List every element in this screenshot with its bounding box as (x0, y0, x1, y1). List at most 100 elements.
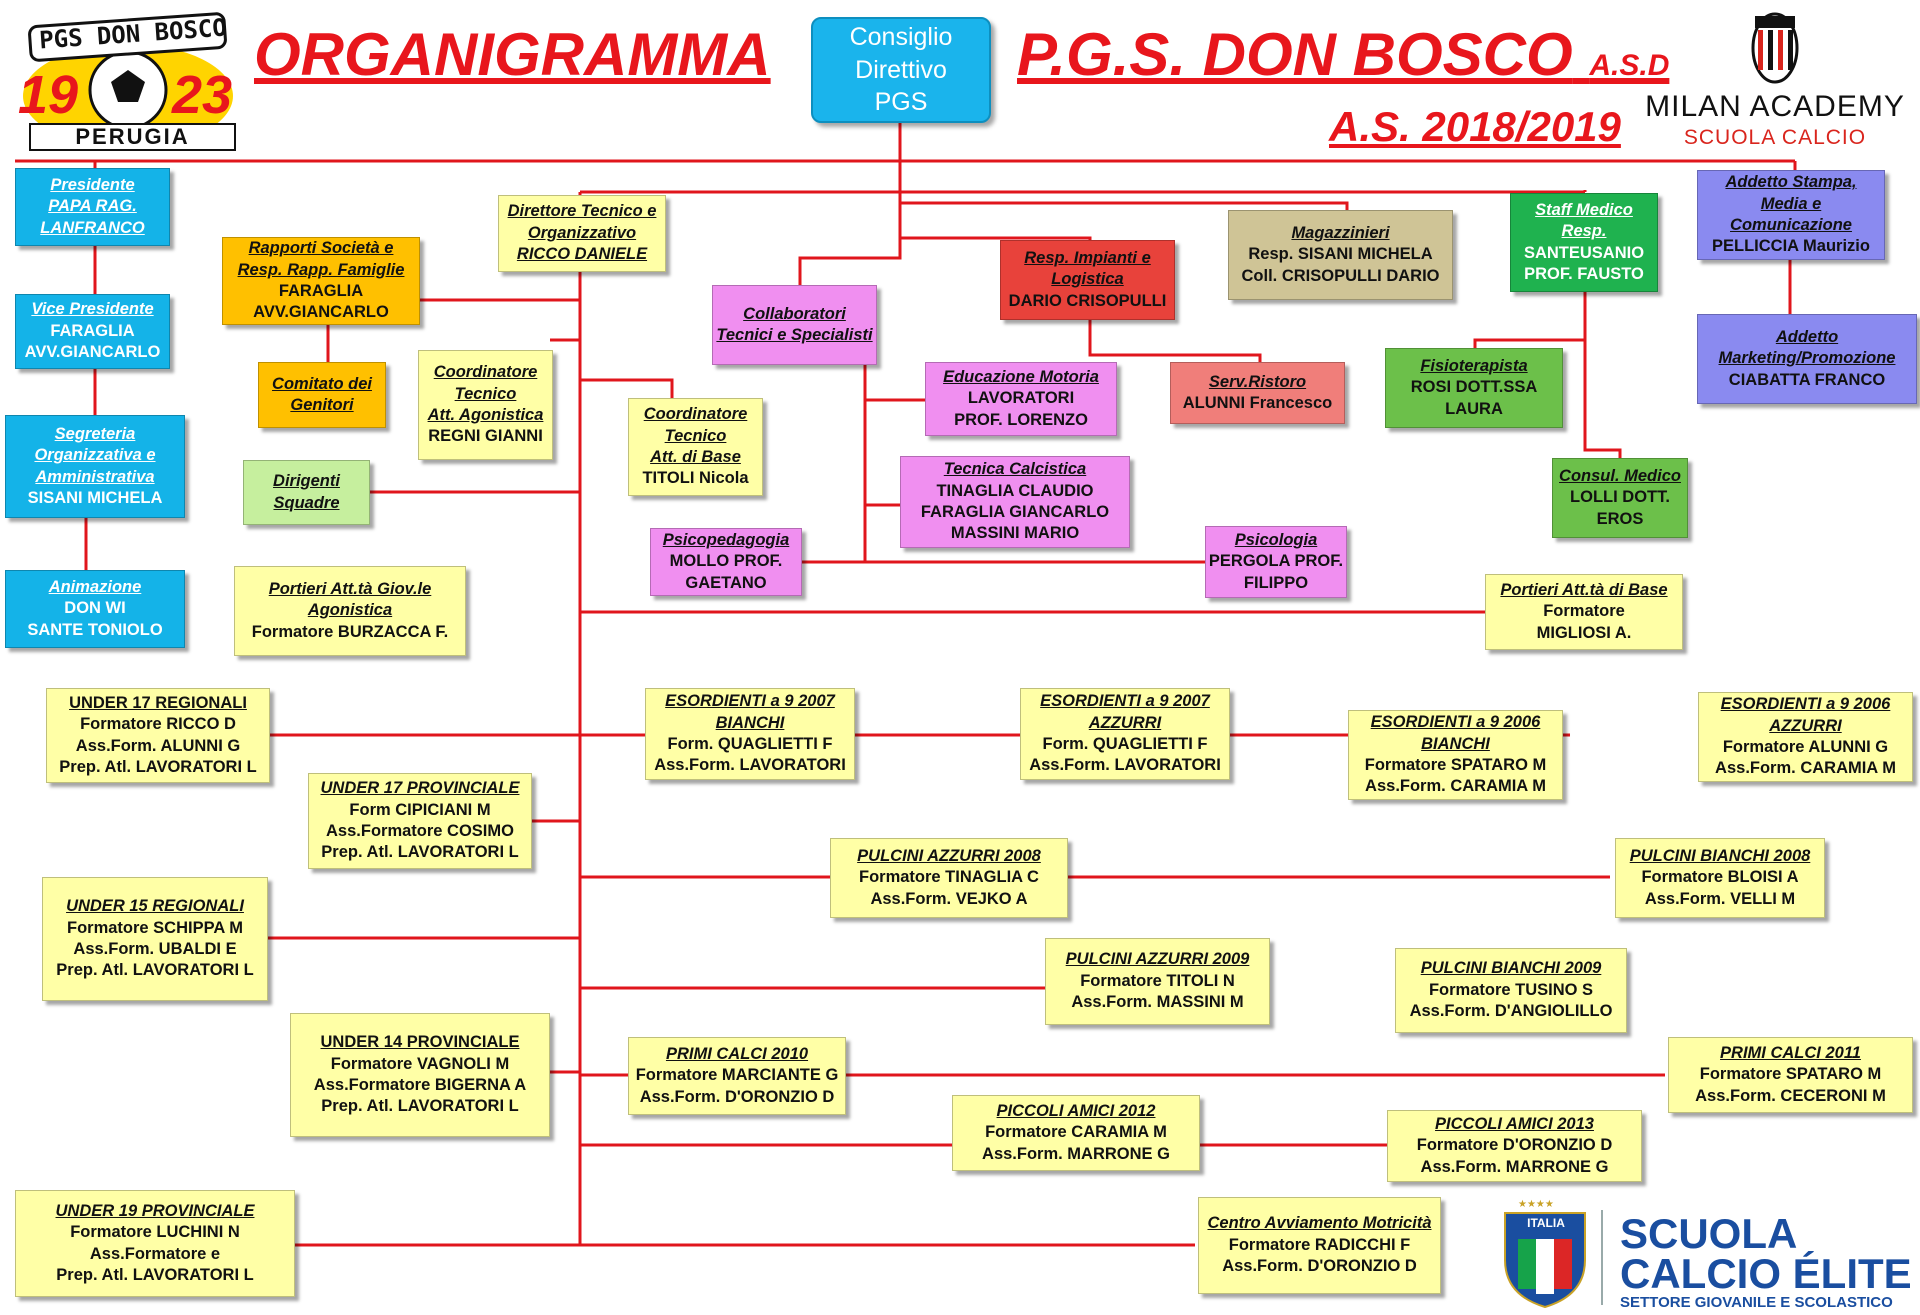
box-heading: Addetto Stampa, (1725, 173, 1857, 192)
box-resp-impianti[interactable]: Resp. Impianti e Logistica DARIO CRISOPU… (1000, 240, 1175, 320)
box-comitato-genitori[interactable]: Comitato dei Genitori (258, 362, 386, 428)
milan-academy-logo: MILAN ACADEMY SCUOLA CALCIO (1640, 8, 1910, 149)
box-educazione-motoria[interactable]: Educazione Motoria LAVORATORI PROF. LORE… (925, 362, 1117, 436)
box-esordienti-2006-azzurri[interactable]: ESORDIENTI a 9 2006 AZZURRI Formatore AL… (1698, 692, 1913, 782)
box-line: Resp. (1561, 222, 1607, 241)
box-piccoli-amici-2013[interactable]: PICCOLI AMICI 2013 Formatore D'ORONZIO D… (1387, 1110, 1642, 1182)
box-line: Formatore TUSINO S (1428, 980, 1594, 999)
box-line: Ass.Form. D'ANGIOLILLO (1409, 1002, 1613, 1021)
box-line: Formatore SCHIPPA M (66, 918, 244, 937)
box-heading: Comitato dei (272, 374, 372, 393)
box-coordinatore-agonistica[interactable]: Coordinatore Tecnico Att. Agonistica REG… (418, 350, 553, 460)
box-heading: UNDER 19 PROVINCIALE (55, 1201, 255, 1220)
box-direttore-tecnico[interactable]: Direttore Tecnico e Organizzativo RICCO … (498, 195, 666, 272)
box-heading: ESORDIENTI a 9 2007 (665, 692, 835, 711)
box-line: Ass.Formatore BIGERNA A (313, 1076, 527, 1094)
box-piccoli-amici-2012[interactable]: PICCOLI AMICI 2012 Formatore CARAMIA M A… (952, 1095, 1200, 1171)
box-line: Ass.Form. CARAMIA M (1365, 777, 1546, 796)
box-tecnica-calcistica[interactable]: Tecnica Calcistica TINAGLIA CLAUDIO FARA… (900, 456, 1130, 548)
box-line: Formatore VAGNOLI M (330, 1054, 510, 1073)
box-line: MOLLO PROF. (669, 552, 783, 571)
box-vice-presidente[interactable]: Vice Presidente FARAGLIA AVV.GIANCARLO (15, 294, 170, 369)
box-heading: UNDER 17 PROVINCIALE (320, 779, 520, 798)
box-line: AVV.GIANCARLO (24, 343, 161, 362)
box-collaboratori[interactable]: Collaboratori Tecnici e Specialisti (712, 285, 877, 365)
box-line: Ass.Form. CECERONI M (1695, 1086, 1886, 1105)
box-line: Prep. Atl. LAVORATORI L (56, 961, 254, 980)
board-line-2: Direttivo (855, 55, 947, 84)
box-line: CIABATTA FRANCO (1728, 370, 1886, 389)
box-line: GAETANO (685, 573, 767, 592)
box-line: LANFRANCO (40, 218, 145, 237)
box-under14-provinciale[interactable]: UNDER 14 PROVINCIALE Formatore VAGNOLI M… (290, 1013, 550, 1137)
box-serv-ristoro[interactable]: Serv.Ristoro ALUNNI Francesco (1170, 362, 1345, 424)
box-pulcini-bianchi-2008[interactable]: PULCINI BIANCHI 2008 Formatore BLOISI A … (1615, 838, 1825, 918)
box-addetto-marketing[interactable]: Addetto Marketing/Promozione CIABATTA FR… (1697, 314, 1917, 404)
box-under15-regionali[interactable]: UNDER 15 REGIONALI Formatore SCHIPPA M A… (42, 877, 268, 1001)
box-esordienti-2006-bianchi[interactable]: ESORDIENTI a 9 2006 BIANCHI Formatore SP… (1348, 710, 1563, 800)
box-consul-medico[interactable]: Consul. Medico LOLLI DOTT. EROS (1552, 458, 1688, 538)
box-heading: PICCOLI AMICI 2012 (996, 1101, 1156, 1120)
box-heading: ESORDIENTI a 9 2006 (1720, 695, 1891, 714)
box-animazione[interactable]: Animazione DON WI SANTE TONIOLO (5, 570, 185, 648)
box-heading: Collaboratori (743, 304, 846, 323)
box-line: Formatore ALUNNI G (1722, 738, 1889, 756)
box-line: Formatore SPATARO M (1699, 1065, 1882, 1084)
box-pulcini-azzurri-2008[interactable]: PULCINI AZZURRI 2008 Formatore TINAGLIA … (830, 838, 1068, 918)
box-line: Formatore RADICCHI F (1228, 1235, 1411, 1254)
box-line: LAURA (1445, 399, 1503, 418)
elite-line-2: CALCIO ÉLITE (1620, 1250, 1912, 1297)
box-line: AZZURRI (1769, 716, 1842, 735)
box-line: Ass.Form. MASSINI M (1071, 993, 1244, 1012)
box-line: LAVORATORI (967, 389, 1075, 408)
box-line: Formatore SPATARO M (1364, 756, 1547, 774)
box-under19-provinciale[interactable]: UNDER 19 PROVINCIALE Formatore LUCHINI N… (15, 1190, 295, 1297)
box-heading: PULCINI BIANCHI 2008 (1629, 846, 1811, 865)
box-heading: Addetto (1775, 327, 1839, 346)
box-under17-provinciale[interactable]: UNDER 17 PROVINCIALE Form CIPICIANI M As… (308, 773, 532, 869)
box-heading: Rapporti Società e (248, 239, 394, 258)
italia-label: ITALIA (1527, 1216, 1565, 1230)
box-psicologia[interactable]: Psicologia PERGOLA PROF. FILIPPO (1205, 526, 1347, 598)
box-presidente[interactable]: Presidente PAPA RAG. LANFRANCO (15, 168, 170, 246)
box-portieri-agonistica[interactable]: Portieri Att.tà Giov.le Agonistica Forma… (234, 566, 466, 656)
box-line: Ass.Form. UBALDI E (73, 940, 237, 958)
box-esordienti-2007-azzurri[interactable]: ESORDIENTI a 9 2007 AZZURRI Form. QUAGLI… (1020, 688, 1230, 780)
box-addetto-stampa[interactable]: Addetto Stampa, Media e Comunicazione PE… (1697, 170, 1885, 260)
consiglio-direttivo-box[interactable]: Consiglio Direttivo PGS (811, 17, 991, 123)
box-line: PERGOLA PROF. (1208, 552, 1344, 571)
box-heading: Consul. Medico (1559, 466, 1681, 485)
box-psicopedagogia[interactable]: Psicopedagogia MOLLO PROF. GAETANO (650, 528, 802, 596)
box-dirigenti-squadre[interactable]: Dirigenti Squadre (243, 460, 370, 525)
box-line: Prep. Atl. LAVORATORI L (321, 843, 519, 862)
box-rapporti-societa[interactable]: Rapporti Società e Resp. Rapp. Famiglie … (222, 237, 420, 325)
box-primi-calci-2011[interactable]: PRIMI CALCI 2011 Formatore SPATARO M Ass… (1668, 1037, 1913, 1113)
box-heading: Presidente (50, 175, 135, 194)
box-primi-calci-2010[interactable]: PRIMI CALCI 2010 Formatore MARCIANTE G A… (628, 1037, 846, 1115)
box-line: Formatore CARAMIA M (985, 1123, 1167, 1142)
box-line: FARAGLIA (50, 321, 135, 340)
box-magazzinieri[interactable]: Magazzinieri Resp. SISANI MICHELA Coll. … (1228, 210, 1453, 300)
box-staff-medico[interactable]: Staff Medico Resp. SANTEUSANIO PROF. FAU… (1510, 193, 1658, 292)
box-line: Resp. Rapp. Famiglie (237, 260, 405, 279)
box-line: BIANCHI (715, 713, 785, 732)
box-line: MIGLIOSI A. (1536, 623, 1632, 642)
club-name: P.G.S. DON BOSCO (1017, 21, 1573, 88)
box-line: BIANCHI (1421, 734, 1490, 753)
box-portieri-base[interactable]: Portieri Att.tà di Base Formatore MIGLIO… (1485, 574, 1683, 650)
box-line: ROSI DOTT.SSA (1410, 378, 1538, 397)
box-heading: Coordinatore (643, 405, 748, 424)
box-pulcini-azzurri-2009[interactable]: PULCINI AZZURRI 2009 Formatore TITOLI N … (1045, 938, 1270, 1025)
box-under17-regionali[interactable]: UNDER 17 REGIONALI Formatore RICCO D Ass… (46, 688, 270, 783)
box-fisioterapista[interactable]: Fisioterapista ROSI DOTT.SSA LAURA (1385, 348, 1563, 428)
box-line: FARAGLIA GIANCARLO (920, 503, 1110, 521)
box-coordinatore-base[interactable]: Coordinatore Tecnico Att. di Base TITOLI… (628, 398, 763, 496)
box-segreteria[interactable]: Segreteria Organizzativa e Amministrativ… (5, 415, 185, 518)
box-esordienti-2007-bianchi[interactable]: ESORDIENTI a 9 2007 BIANCHI Form. QUAGLI… (645, 688, 855, 780)
box-line: Tecnici e Specialisti (716, 326, 873, 344)
box-pulcini-bianchi-2009[interactable]: PULCINI BIANCHI 2009 Formatore TUSINO S … (1395, 948, 1627, 1033)
box-centro-avviamento[interactable]: Centro Avviamento Motricità Formatore RA… (1198, 1197, 1441, 1294)
board-line-3: PGS (874, 88, 928, 117)
box-line: Formatore D'ORONZIO D (1416, 1136, 1613, 1155)
box-line: PROF. FAUSTO (1524, 264, 1644, 283)
